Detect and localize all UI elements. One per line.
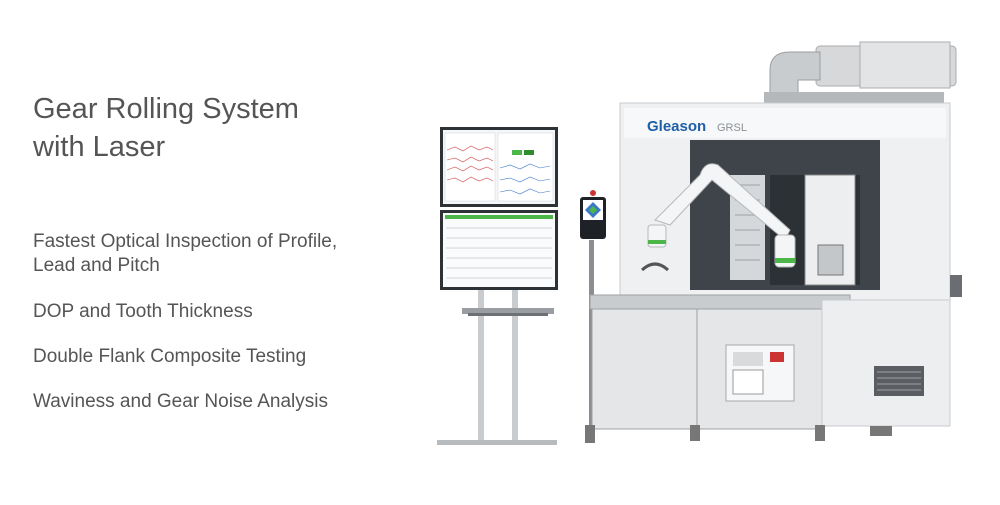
feature-text: Double Flank Composite Testing [33,346,307,367]
model-label: GRSL [717,122,747,134]
feature-list: Fastest Optical Inspection of Profile, L… [33,230,337,414]
machine-base [585,294,951,443]
title-line-1: Gear Rolling System [33,93,299,125]
page-title: Gear Rolling System with Laser [33,90,299,166]
gear-rolling-machine-illustration: Gleason GRSL [437,41,962,445]
monitor-top [440,127,558,207]
feature-text: Waviness and Gear Noise Analysis [33,391,328,412]
brand-logo: Gleason [647,118,706,135]
title-line-2: with Laser [33,131,166,163]
feature-text: Lead and Pitch [33,255,160,276]
machine-cabinet: Gleason GRSL [619,102,962,314]
monitor-stand [437,290,557,445]
feature-item: DOP and Tooth Thickness [33,300,337,324]
feature-item: Double Flank Composite Testing [33,345,337,369]
exhaust-duct [764,41,957,104]
feature-item: Waviness and Gear Noise Analysis [33,390,337,414]
feature-item: Fastest Optical Inspection of Profile, L… [33,230,337,278]
feature-text: Fastest Optical Inspection of Profile, [33,231,338,252]
monitor-bottom [440,210,558,290]
feature-text: DOP and Tooth Thickness [33,301,253,322]
